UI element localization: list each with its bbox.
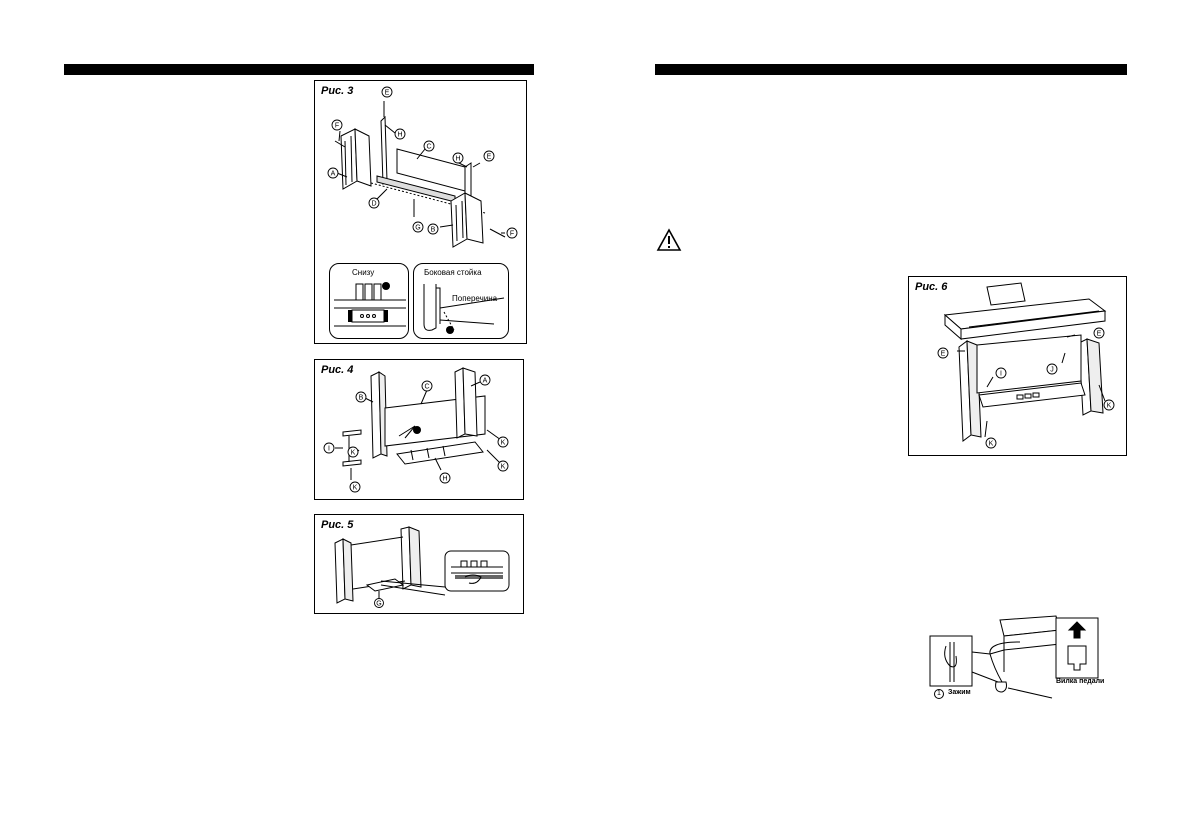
inset-crossbar-label: Поперечина [452, 294, 498, 303]
inset-side-drawing [423, 284, 505, 334]
svg-text:K: K [351, 450, 356, 457]
figure-4-drawing: B C A K K I K K H [323, 367, 509, 493]
figure-5-drawing: G [334, 526, 510, 608]
svg-text:C: C [426, 144, 431, 151]
right-page-header-bar [655, 64, 1127, 75]
svg-text:K: K [1107, 403, 1112, 410]
figure-5-title: Рис. 5 [321, 519, 354, 531]
svg-text:B: B [431, 227, 436, 234]
figure-3-inset-side-view: Боковая стойка Поперечина [413, 263, 509, 339]
svg-text:F: F [335, 123, 339, 130]
svg-text:K: K [353, 485, 358, 492]
svg-text:E: E [487, 154, 492, 161]
svg-text:F: F [510, 231, 514, 238]
svg-text:B: B [359, 395, 364, 402]
svg-text:H: H [397, 132, 402, 139]
svg-text:J: J [1050, 367, 1054, 374]
svg-text:G: G [376, 601, 381, 608]
figure-6-drawing: E E I J K K [937, 282, 1115, 449]
svg-text:K: K [501, 464, 506, 471]
inset-side-label: Боковая стойка [424, 268, 482, 277]
figure-3-title: Рис. 3 [321, 85, 354, 97]
svg-text:H: H [442, 476, 447, 483]
figure-4-title: Рис. 4 [321, 364, 354, 376]
svg-text:C: C [424, 384, 429, 391]
svg-text:D: D [371, 201, 376, 208]
figure-6-title: Рис. 6 [915, 281, 948, 293]
figure-4: Рис. 4 [314, 359, 524, 500]
svg-text:I: I [1000, 371, 1002, 378]
svg-text:I: I [328, 446, 330, 453]
svg-text:E: E [941, 351, 946, 358]
pedal-plug-label: Вилка педали [1056, 678, 1105, 685]
figure-3-drawing: E F H C H E A D G B F [327, 86, 518, 248]
figure-3: Рис. 3 [314, 80, 527, 344]
figure-7-pedal-cord: 1 Зажим Вилка педали [928, 612, 1128, 712]
svg-text:K: K [989, 441, 994, 448]
figure-7-drawing [929, 615, 1099, 699]
svg-text:K: K [501, 440, 506, 447]
svg-text:A: A [483, 378, 488, 385]
svg-text:E: E [385, 90, 390, 97]
figure-6: Рис. 6 [908, 276, 1127, 456]
svg-text:H: H [455, 156, 460, 163]
warning-triangle-icon [656, 228, 682, 251]
inset-bottom-drawing [334, 282, 406, 327]
left-page-header-bar [64, 64, 534, 75]
figure-5: Рис. 5 G [314, 514, 524, 614]
figure-3-inset-bottom-view: Снизу [329, 263, 409, 339]
svg-text:E: E [1097, 331, 1102, 338]
clamp-label: Зажим [948, 689, 971, 696]
inset-bottom-label: Снизу [352, 268, 375, 277]
clamp-number: 1 [934, 689, 944, 699]
svg-text:A: A [331, 171, 336, 178]
svg-text:G: G [415, 225, 420, 232]
